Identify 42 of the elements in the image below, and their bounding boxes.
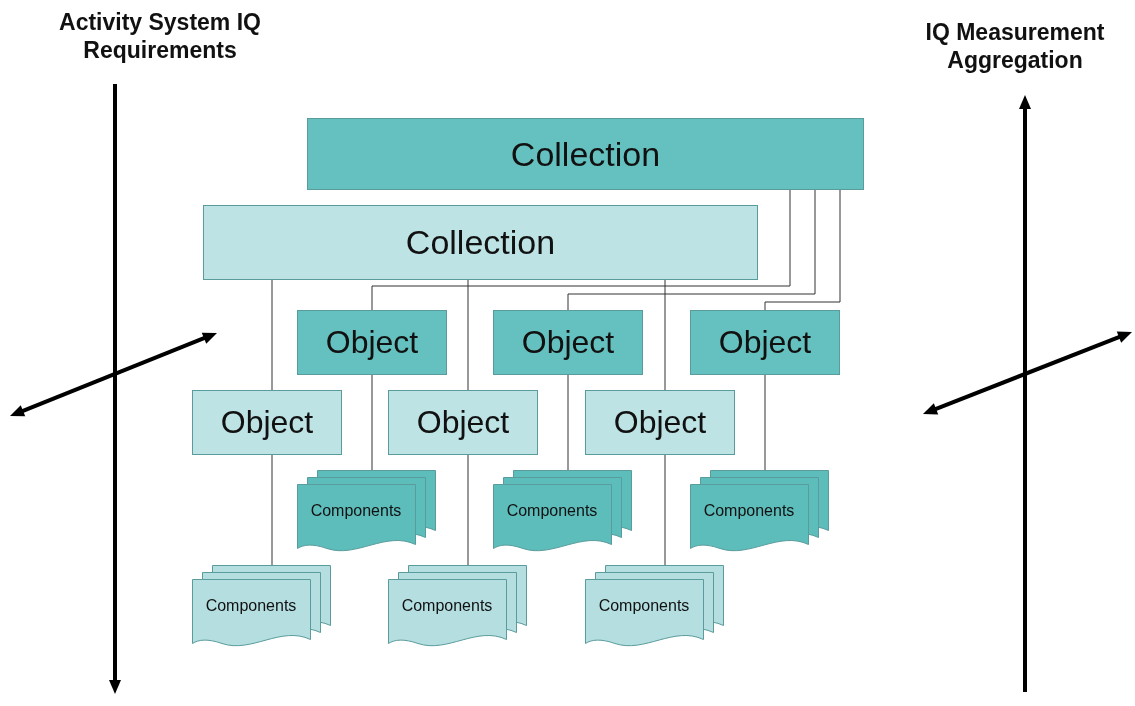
document-stack: [493, 470, 633, 554]
box-label: Object: [220, 404, 314, 441]
object-box: [192, 390, 342, 455]
connector-line: [764, 189, 841, 311]
connector-line: [371, 374, 373, 471]
connector-line: [664, 454, 666, 566]
box-label: Object: [613, 404, 707, 441]
connector-line: [567, 374, 569, 471]
connector-line: [567, 189, 816, 311]
connector-line: [271, 279, 273, 391]
object-box: [388, 390, 538, 455]
connector-line: [271, 454, 273, 566]
box-label: Components: [400, 597, 494, 615]
axis-label: IQ Measurement Aggregation: [924, 18, 1106, 74]
box-label: Components: [505, 502, 599, 520]
box-label: Components: [204, 597, 298, 615]
connector-line: [467, 454, 469, 566]
connector-line: [764, 374, 766, 471]
document-stack: [297, 470, 437, 554]
box-label: Collection: [510, 134, 661, 174]
object-box: [690, 310, 840, 375]
box-label: Object: [718, 324, 812, 361]
box-label: Components: [597, 597, 691, 615]
object-box: [493, 310, 643, 375]
connector-line: [664, 279, 666, 391]
document-stack: [585, 565, 725, 649]
document-stack: [192, 565, 332, 649]
connector-line: [467, 279, 469, 391]
box-label: Object: [325, 324, 419, 361]
connector-line: [371, 189, 791, 311]
box-label: Object: [521, 324, 615, 361]
box-label: Object: [416, 404, 510, 441]
box-label: Collection: [405, 223, 556, 262]
object-box: [585, 390, 735, 455]
box-label: Components: [309, 502, 403, 520]
collection-box: [307, 118, 864, 190]
box-label: Components: [702, 502, 796, 520]
object-box: [297, 310, 447, 375]
collection-box: [203, 205, 758, 280]
document-stack: [388, 565, 528, 649]
document-stack: [690, 470, 830, 554]
axis-label: Activity System IQ Requirements: [58, 8, 262, 64]
